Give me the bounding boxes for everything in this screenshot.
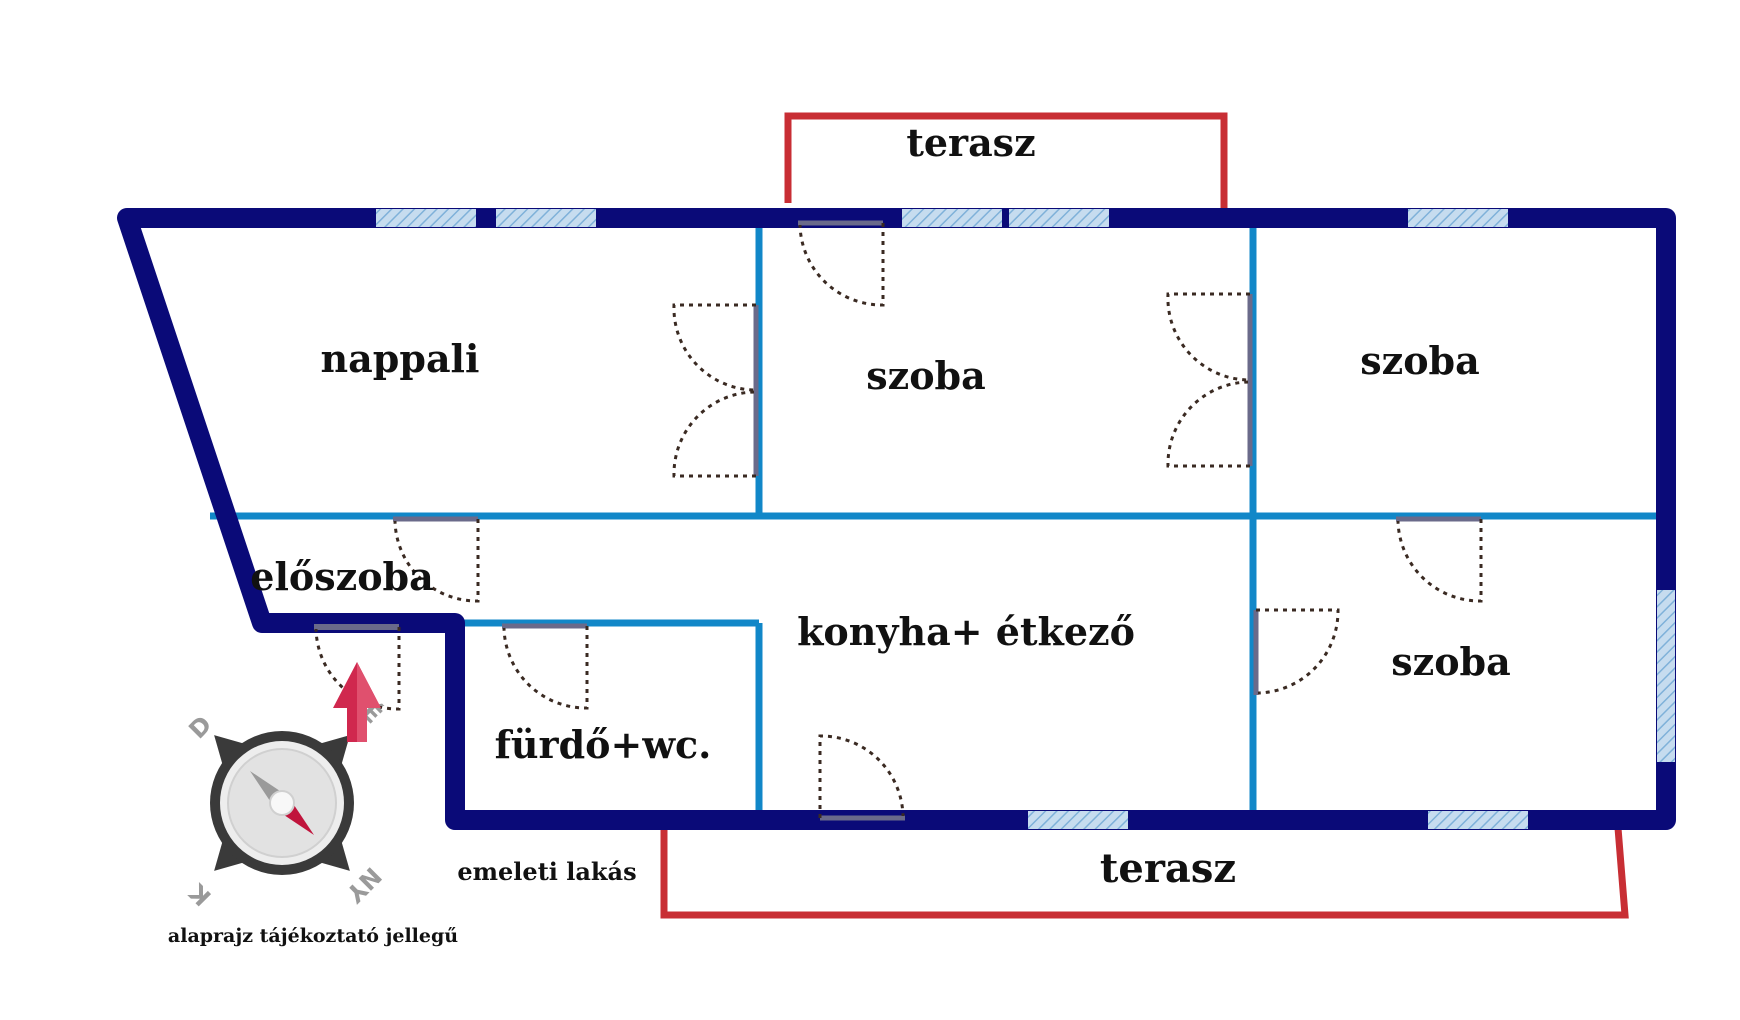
doors xyxy=(314,220,1483,821)
door-szoba-bottom-left xyxy=(1253,608,1340,695)
label-konyha: konyha+ étkező xyxy=(797,609,1135,654)
window-szoba-2 xyxy=(1009,209,1109,227)
compass-south: D xyxy=(183,710,217,744)
interior-walls xyxy=(210,222,1665,820)
label-terasz-top: terasz xyxy=(906,120,1035,165)
window-szoba-bottom xyxy=(1428,811,1528,829)
window-konyha xyxy=(1028,811,1128,829)
terrace-bottom-outline xyxy=(660,827,1629,919)
outer-walls xyxy=(117,208,1676,830)
note-floor: emeleti lakás xyxy=(457,857,636,886)
door-eloszoba xyxy=(393,516,480,603)
window-nappali-1 xyxy=(376,209,476,227)
terrace-top-outline xyxy=(784,112,1228,210)
door-terrace-bottom xyxy=(818,734,905,821)
label-szoba-bottom-right: szoba xyxy=(1391,639,1511,684)
label-furdo: fürdő+wc. xyxy=(495,722,712,767)
label-szoba-top-middle: szoba xyxy=(866,353,986,398)
door-nappali-double xyxy=(672,303,759,478)
window-east xyxy=(1657,590,1675,762)
door-entrance xyxy=(314,624,401,711)
label-szoba-top-right: szoba xyxy=(1360,338,1480,383)
door-furdo xyxy=(502,623,589,710)
windows xyxy=(376,209,1675,829)
label-eloszoba: előszoba xyxy=(250,554,433,599)
north-arrow-icon xyxy=(333,662,381,742)
label-nappali: nappali xyxy=(321,336,480,381)
window-szoba-right xyxy=(1408,209,1508,227)
note-disclaimer: alaprajz tájékoztató jellegű xyxy=(168,925,458,947)
window-nappali-2 xyxy=(496,209,596,227)
door-szoba-double xyxy=(1166,292,1253,468)
label-terasz-bottom: terasz xyxy=(1100,845,1236,892)
door-szoba-bottom-top xyxy=(1396,516,1483,603)
window-szoba-1 xyxy=(902,209,1002,227)
door-terrace-top xyxy=(798,220,885,307)
compass-east: K xyxy=(183,877,217,911)
